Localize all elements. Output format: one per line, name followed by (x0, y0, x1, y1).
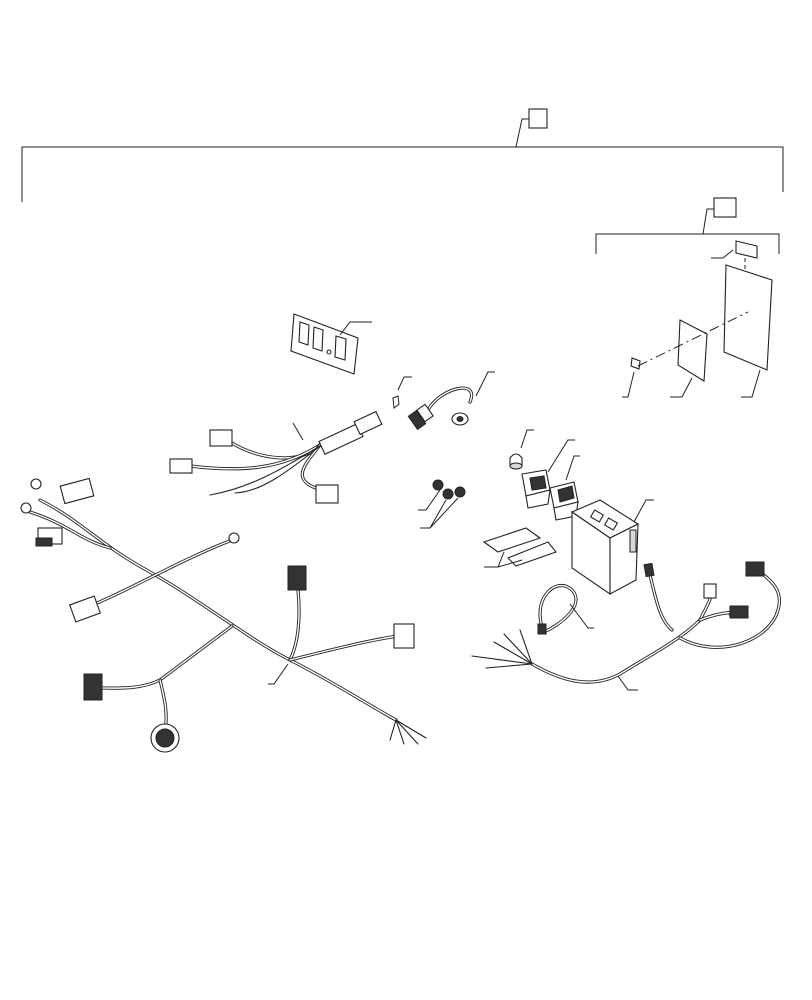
cable-tie-9 (537, 583, 594, 635)
control-module-6 (570, 499, 654, 596)
decal-19 (711, 240, 758, 259)
harness-15 (20, 477, 427, 753)
assembly-bracket-1 (21, 108, 784, 202)
decal-centerline (637, 311, 749, 367)
harness-14 (471, 561, 781, 691)
decal-17 (670, 319, 708, 398)
harness-13 (169, 410, 383, 504)
pads-8 (482, 527, 557, 568)
clip-7 (392, 376, 412, 409)
decal-16 (723, 264, 773, 398)
sensor-lead-5 (407, 371, 495, 431)
rocker-switch-2 (521, 439, 575, 509)
grommets-10 (418, 479, 466, 529)
assembly-bracket-11 (595, 197, 780, 254)
knob-4 (509, 429, 534, 470)
switch-panel-12 (290, 313, 372, 375)
decal-18 (622, 357, 641, 398)
